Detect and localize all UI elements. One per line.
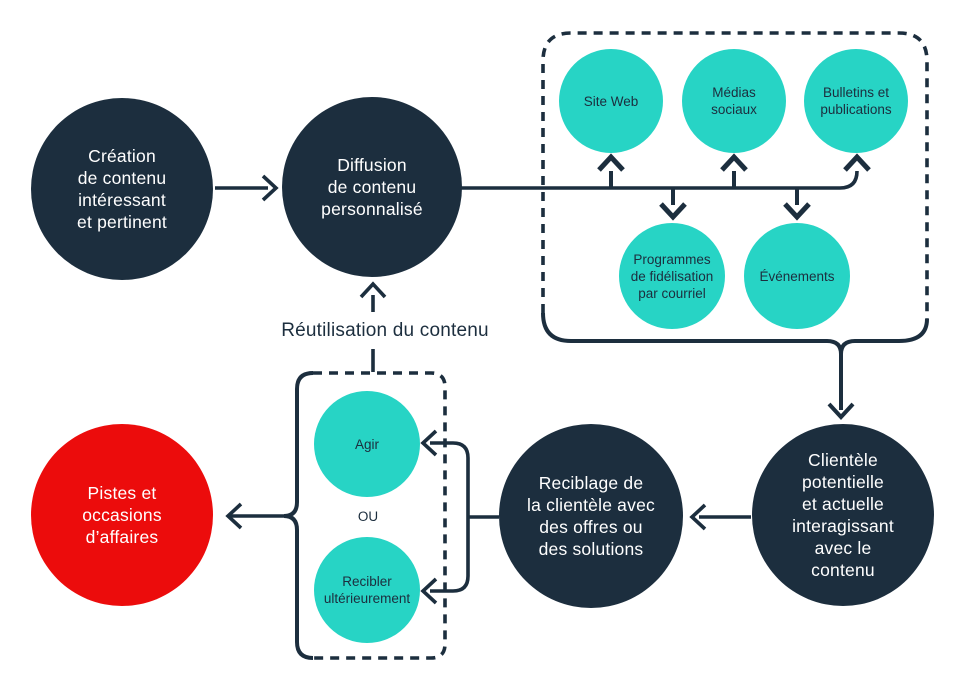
node-site-web: Site Web [559,49,663,153]
node-bulletins-label: Bulletins et publications [820,85,892,117]
arrow-clientele-to-reciblage [689,503,751,531]
reuse-content-label: Réutilisation du contenu [281,320,489,341]
channels-dashed-box [541,31,929,319]
node-recibler: Recibler ultérieurement [314,537,420,643]
node-creation-label: Création de contenu intéressant et perti… [77,146,167,232]
node-pistes-label: Pistes et occasions d’affaires [82,483,162,547]
or-label: OU [357,509,379,524]
node-reciblage: Reciblage de la clientèle avec des offre… [499,424,683,608]
node-diffusion: Diffusion de contenu personnalisé [282,97,462,277]
channels-collect-brace [541,312,929,355]
options-collect-brace [283,371,314,660]
node-agir: Agir [314,391,420,497]
arrow-to-medias [720,153,748,188]
node-creation: Création de contenu intéressant et perti… [31,98,213,280]
node-programmes-label: Programmes de fidélisation par courriel [630,251,714,301]
arrow-to-evenements [783,188,811,221]
arrow-to-site-web [597,153,625,188]
node-reciblage-label: Reciblage de la clientèle avec des offre… [527,473,655,559]
node-evenements-label: Événements [759,268,835,284]
arrow-creation-to-diffusion [215,174,279,202]
node-medias-sociaux-label: Médias sociaux [711,85,757,117]
branch-reciblage-to-options [420,429,499,605]
node-clientele-label: Clientèle potentielle et actuelle intera… [792,450,894,580]
node-site-web-label: Site Web [583,93,639,109]
node-evenements: Événements [744,223,850,329]
arrow-to-programmes [659,188,687,221]
arrow-brace-to-clientele [827,354,855,420]
node-clientele: Clientèle potentielle et actuelle intera… [752,424,934,606]
node-bulletins: Bulletins et publications [804,49,908,153]
main-distribution-line [461,153,871,190]
arrow-brace-to-pistes [225,502,284,530]
node-diffusion-label: Diffusion de contenu personnalisé [321,155,423,219]
arrow-reuse-to-diffusion [359,281,387,372]
node-medias-sociaux: Médias sociaux [682,49,786,153]
node-agir-label: Agir [354,436,379,452]
node-pistes: Pistes et occasions d’affaires [31,424,213,606]
node-programmes: Programmes de fidélisation par courriel [619,223,725,329]
node-recibler-label: Recibler ultérieurement [323,574,411,606]
